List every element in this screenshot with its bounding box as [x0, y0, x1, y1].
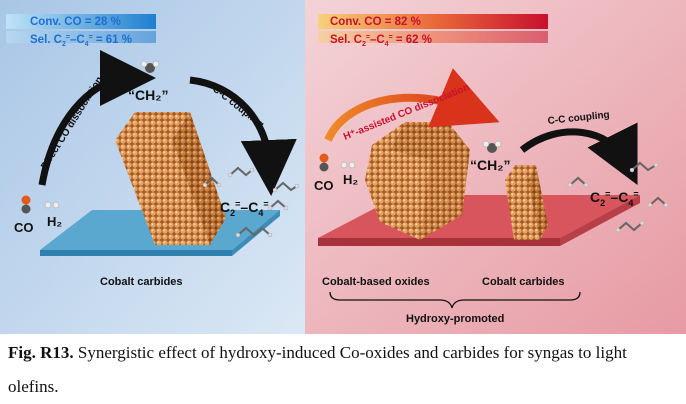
- right-oxide-label: Cobalt-based oxides: [322, 276, 430, 288]
- caption-text: Synergistic effect of hydroxy-induced Co…: [8, 343, 627, 396]
- left-plate-edge: [40, 250, 232, 256]
- left-ch2-label: “CH₂”: [128, 87, 168, 103]
- figure-caption: Fig. R13. Synergistic effect of hydroxy-…: [8, 336, 678, 404]
- left-co-label: CO: [14, 220, 34, 235]
- left-catalyst-label: Cobalt carbides: [100, 276, 183, 288]
- right-co-label: CO: [314, 178, 334, 193]
- right-ch2-label: “CH₂”: [470, 157, 510, 173]
- figure-label: Fig. R13.: [8, 343, 74, 362]
- figure-illustration: Conv. CO = 28 % Sel. C2=–C4= = 61 % Dire…: [0, 0, 686, 334]
- left-h2-label: H₂: [47, 214, 62, 229]
- left-conversion-label: Conv. CO = 28 %: [30, 16, 121, 28]
- left-selectivity-label: Sel. C2=–C4= = 61 %: [30, 34, 132, 48]
- hydroxy-promoted-label: Hydroxy-promoted: [406, 313, 504, 325]
- right-selectivity-label: Sel. C2=–C4= = 62 %: [330, 34, 432, 48]
- figure-panel: Conv. CO = 28 % Sel. C2=–C4= = 61 % Dire…: [0, 0, 686, 334]
- right-carbide-label: Cobalt carbides: [482, 276, 565, 288]
- right-conversion-label: Conv. CO = 82 %: [330, 16, 421, 28]
- right-h2-label: H₂: [343, 172, 358, 187]
